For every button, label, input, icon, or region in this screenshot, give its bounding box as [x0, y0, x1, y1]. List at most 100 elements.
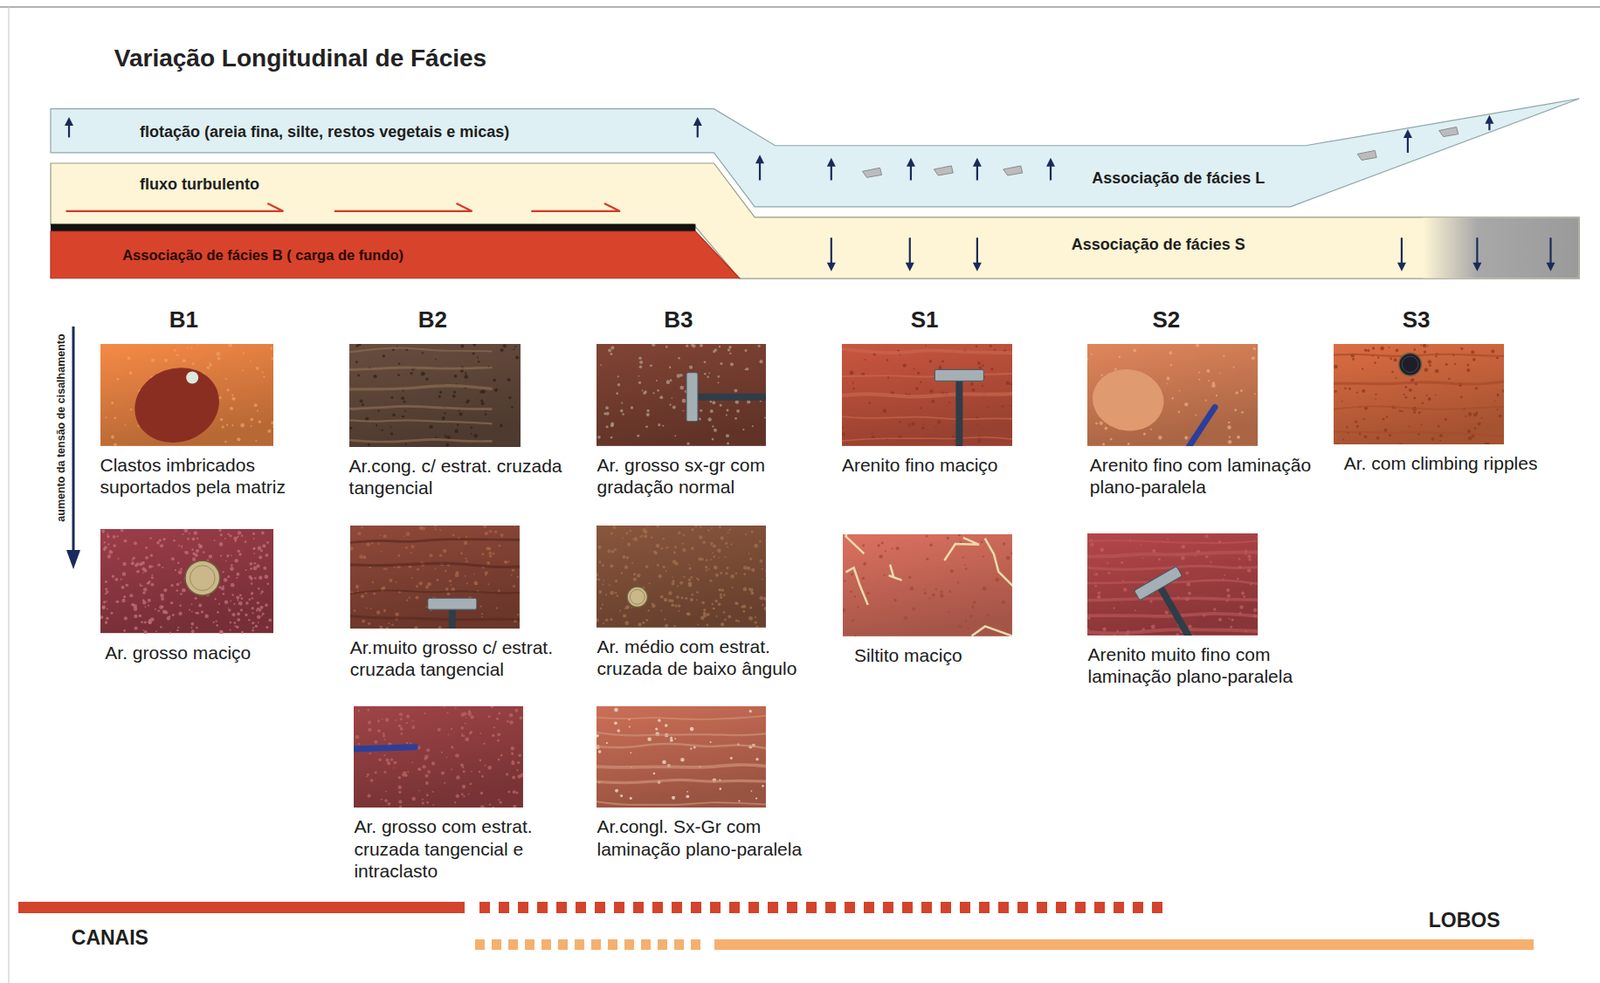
grain: [400, 396, 405, 400]
grain: [103, 541, 105, 544]
grain: [886, 358, 890, 362]
grain: [1198, 371, 1200, 373]
lamination: [596, 744, 766, 749]
grain: [931, 400, 935, 404]
grain: [762, 604, 765, 607]
grain: [710, 558, 712, 561]
grain: [1468, 436, 1473, 442]
grain: [253, 552, 256, 555]
grain: [265, 626, 269, 629]
grain: [103, 600, 106, 604]
grain: [720, 622, 725, 627]
grain: [754, 616, 757, 619]
grain: [713, 350, 717, 353]
grain: [939, 593, 945, 599]
grain: [128, 371, 132, 375]
grain: [1087, 358, 1089, 360]
grain: [365, 542, 371, 547]
grain: [178, 612, 182, 616]
grain: [735, 400, 739, 404]
grain: [676, 585, 679, 587]
grain: [665, 724, 669, 728]
grain: [1472, 358, 1476, 362]
grain: [1351, 358, 1355, 361]
grain: [129, 594, 133, 599]
photo-caption: Siltito maciço: [854, 644, 1077, 667]
grain: [1006, 628, 1008, 631]
grain: [190, 611, 193, 614]
grain: [1345, 426, 1348, 428]
grain: [1393, 358, 1398, 362]
grain: [708, 568, 711, 571]
grain: [449, 584, 452, 587]
grain: [160, 597, 165, 601]
photo-ground: [1087, 344, 1258, 447]
grain: [1172, 397, 1174, 400]
grain: [213, 539, 215, 542]
grain: [255, 615, 261, 621]
grain: [654, 550, 657, 553]
grain: [924, 589, 926, 592]
grain: [883, 574, 886, 577]
grain: [598, 750, 602, 754]
photo-ground: [1087, 533, 1258, 636]
grain: [689, 598, 694, 602]
grain: [441, 416, 445, 421]
grain: [759, 359, 764, 364]
grain: [261, 371, 263, 373]
grain: [179, 582, 182, 585]
grain: [509, 712, 514, 718]
grain: [384, 770, 387, 773]
grain: [982, 586, 987, 592]
grain: [170, 584, 173, 587]
clast: [1088, 363, 1170, 436]
grain: [381, 717, 384, 720]
grain: [980, 541, 984, 545]
grain: [1227, 440, 1232, 444]
grain: [497, 732, 502, 737]
grain: [252, 627, 255, 630]
grain: [513, 525, 516, 527]
grain: [223, 600, 228, 605]
photo-ground: [1333, 344, 1504, 446]
grain: [977, 440, 980, 442]
lamination: [1087, 540, 1258, 544]
grain: [105, 617, 110, 621]
grain: [463, 374, 469, 380]
grain: [735, 601, 738, 605]
grain: [146, 605, 149, 607]
grain: [678, 609, 681, 612]
grain: [686, 612, 690, 616]
grain: [215, 351, 221, 357]
lamination: [349, 347, 493, 352]
grain: [367, 720, 372, 725]
grain: [669, 737, 674, 742]
grain: [912, 367, 915, 370]
band-label: Associação de fácies B ( carga de fundo): [122, 247, 404, 265]
grain: [422, 765, 427, 769]
grain: [686, 794, 690, 799]
plant-fragment: [1003, 165, 1023, 176]
grain: [706, 623, 710, 627]
grain: [497, 544, 501, 547]
grain: [717, 602, 722, 607]
grain: [674, 545, 677, 549]
grain: [1427, 359, 1433, 365]
grain: [1227, 588, 1231, 593]
grain: [1417, 433, 1420, 435]
grain: [451, 768, 454, 771]
grain: [106, 535, 110, 538]
grain: [412, 796, 416, 800]
grain: [133, 614, 138, 620]
grain: [238, 553, 242, 557]
grain: [1395, 377, 1398, 380]
grain: [483, 742, 486, 745]
grain: [420, 371, 425, 376]
grain: [516, 575, 518, 578]
grain: [1383, 428, 1387, 433]
grain: [720, 536, 725, 540]
grain: [1002, 543, 1006, 546]
grain: [1466, 363, 1469, 366]
grain: [395, 719, 398, 722]
settling-arrow: [1476, 237, 1479, 265]
